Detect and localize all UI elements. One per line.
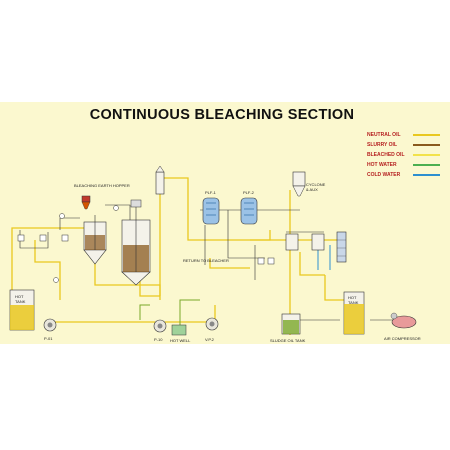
hot-tank-right-level [344,304,364,334]
return-label: RETURN TO BLEACHER [183,258,229,263]
oil-cooler [336,231,347,263]
bleacher-vessel [121,199,151,286]
filter1-body [202,197,220,225]
hot-well-body [171,324,187,336]
legend-neutral-oil-label: NEUTRAL OIL [367,132,401,138]
hot-tank-right-label-2: TANK [348,300,359,305]
hot-well: HOT WELL [170,324,191,343]
hot-tank-left: HOT TANK [9,289,35,331]
pump-p01-label: P-01 [44,336,53,341]
hopper-label: BLEACHING EARTH HOPPER [74,183,130,188]
diagram-panel [0,102,450,344]
vacuum-column [155,165,165,195]
oil-cooler-body [336,231,347,263]
hot-tank-right-label-1: HOT [348,295,357,300]
hopper-cone-icon [81,201,91,210]
cyclone-label: CYCLONE [306,182,326,187]
pump-p01-impeller-icon [47,322,53,328]
filter2-label: PLF-2 [243,190,255,195]
bleaching-earth-hopper: BLEACHING EARTH HOPPER [74,183,130,210]
filter2-body [240,197,258,225]
gauge-icon-1 [59,213,65,219]
pressure-leaf-filter-2: PLF-2 [240,190,258,225]
hot-tank-left-label-1: HOT [15,294,24,299]
pump-vp2-impeller-icon [209,321,215,327]
legend-cold-water-label: COLD WATER [367,172,401,178]
hopper-top-icon [81,195,91,203]
hot-tank-left-label-2: TANK [15,299,26,304]
bleacher-cone [121,271,151,286]
legend-slurry-oil-label: SLURRY OIL [367,142,397,148]
pump-p10-label: P-10 [154,337,163,342]
valve-icon-3 [61,234,69,242]
cyclone-body [292,171,306,187]
valve-icon-2 [39,234,47,242]
slurry-vessel-cone [83,249,107,265]
hot-well-label: HOT WELL [170,338,191,343]
sludge-oil-tank: SLUDGE OIL TANK [270,313,306,343]
polishing-filter-2 [311,233,325,251]
pump-p10-impeller-icon [157,323,163,329]
legend-bleached-oil-label: BLEACHED OIL [367,152,405,158]
legend-hot-water-label: HOT WATER [367,162,397,168]
pump-p01: P-01 [43,318,57,341]
gauge-icon-2 [113,205,119,211]
legend: NEUTRAL OIL SLURRY OIL BLEACHED OIL HOT … [367,132,440,178]
polishing-filter-1 [285,233,299,251]
sludge-tank-level [283,320,299,334]
vacuum-column-body [155,171,165,195]
air-compressor-wheel-icon [390,312,398,320]
air-compressor: AIR COMPRESSOR [384,312,421,341]
air-compressor-label: AIR COMPRESSOR [384,336,421,341]
hot-tank-left-level [10,305,34,330]
bleacher-motor-icon [130,199,142,208]
cyclone-cone [292,185,306,197]
instruments [17,205,275,283]
cyclone-sub-label: & AUX [306,187,318,192]
gauge-icon-3 [53,277,59,283]
pump-vp2-label: V.P.2 [205,337,215,342]
pump-vp2: V.P.2 [205,317,219,342]
pump-p10: P-10 [153,319,167,342]
valve-icon-5 [267,257,275,265]
air-compressor-body [391,315,417,329]
cyclone: CYCLONE & AUX [292,171,326,197]
pipework [11,177,395,335]
valve-icon-1 [17,234,25,242]
diagram-title: CONTINUOUS BLEACHING SECTION [90,107,355,123]
pressure-leaf-filter-1: PLF-1 [202,190,220,225]
valve-icon-4 [257,257,265,265]
hot-tank-right: HOT TANK [343,291,365,335]
sludge-tank-label: SLUDGE OIL TANK [270,338,306,343]
vacuum-column-top [155,165,165,173]
slurry-vessel [83,215,107,265]
polishing-filters [285,231,325,251]
filter1-label: PLF-1 [205,190,217,195]
